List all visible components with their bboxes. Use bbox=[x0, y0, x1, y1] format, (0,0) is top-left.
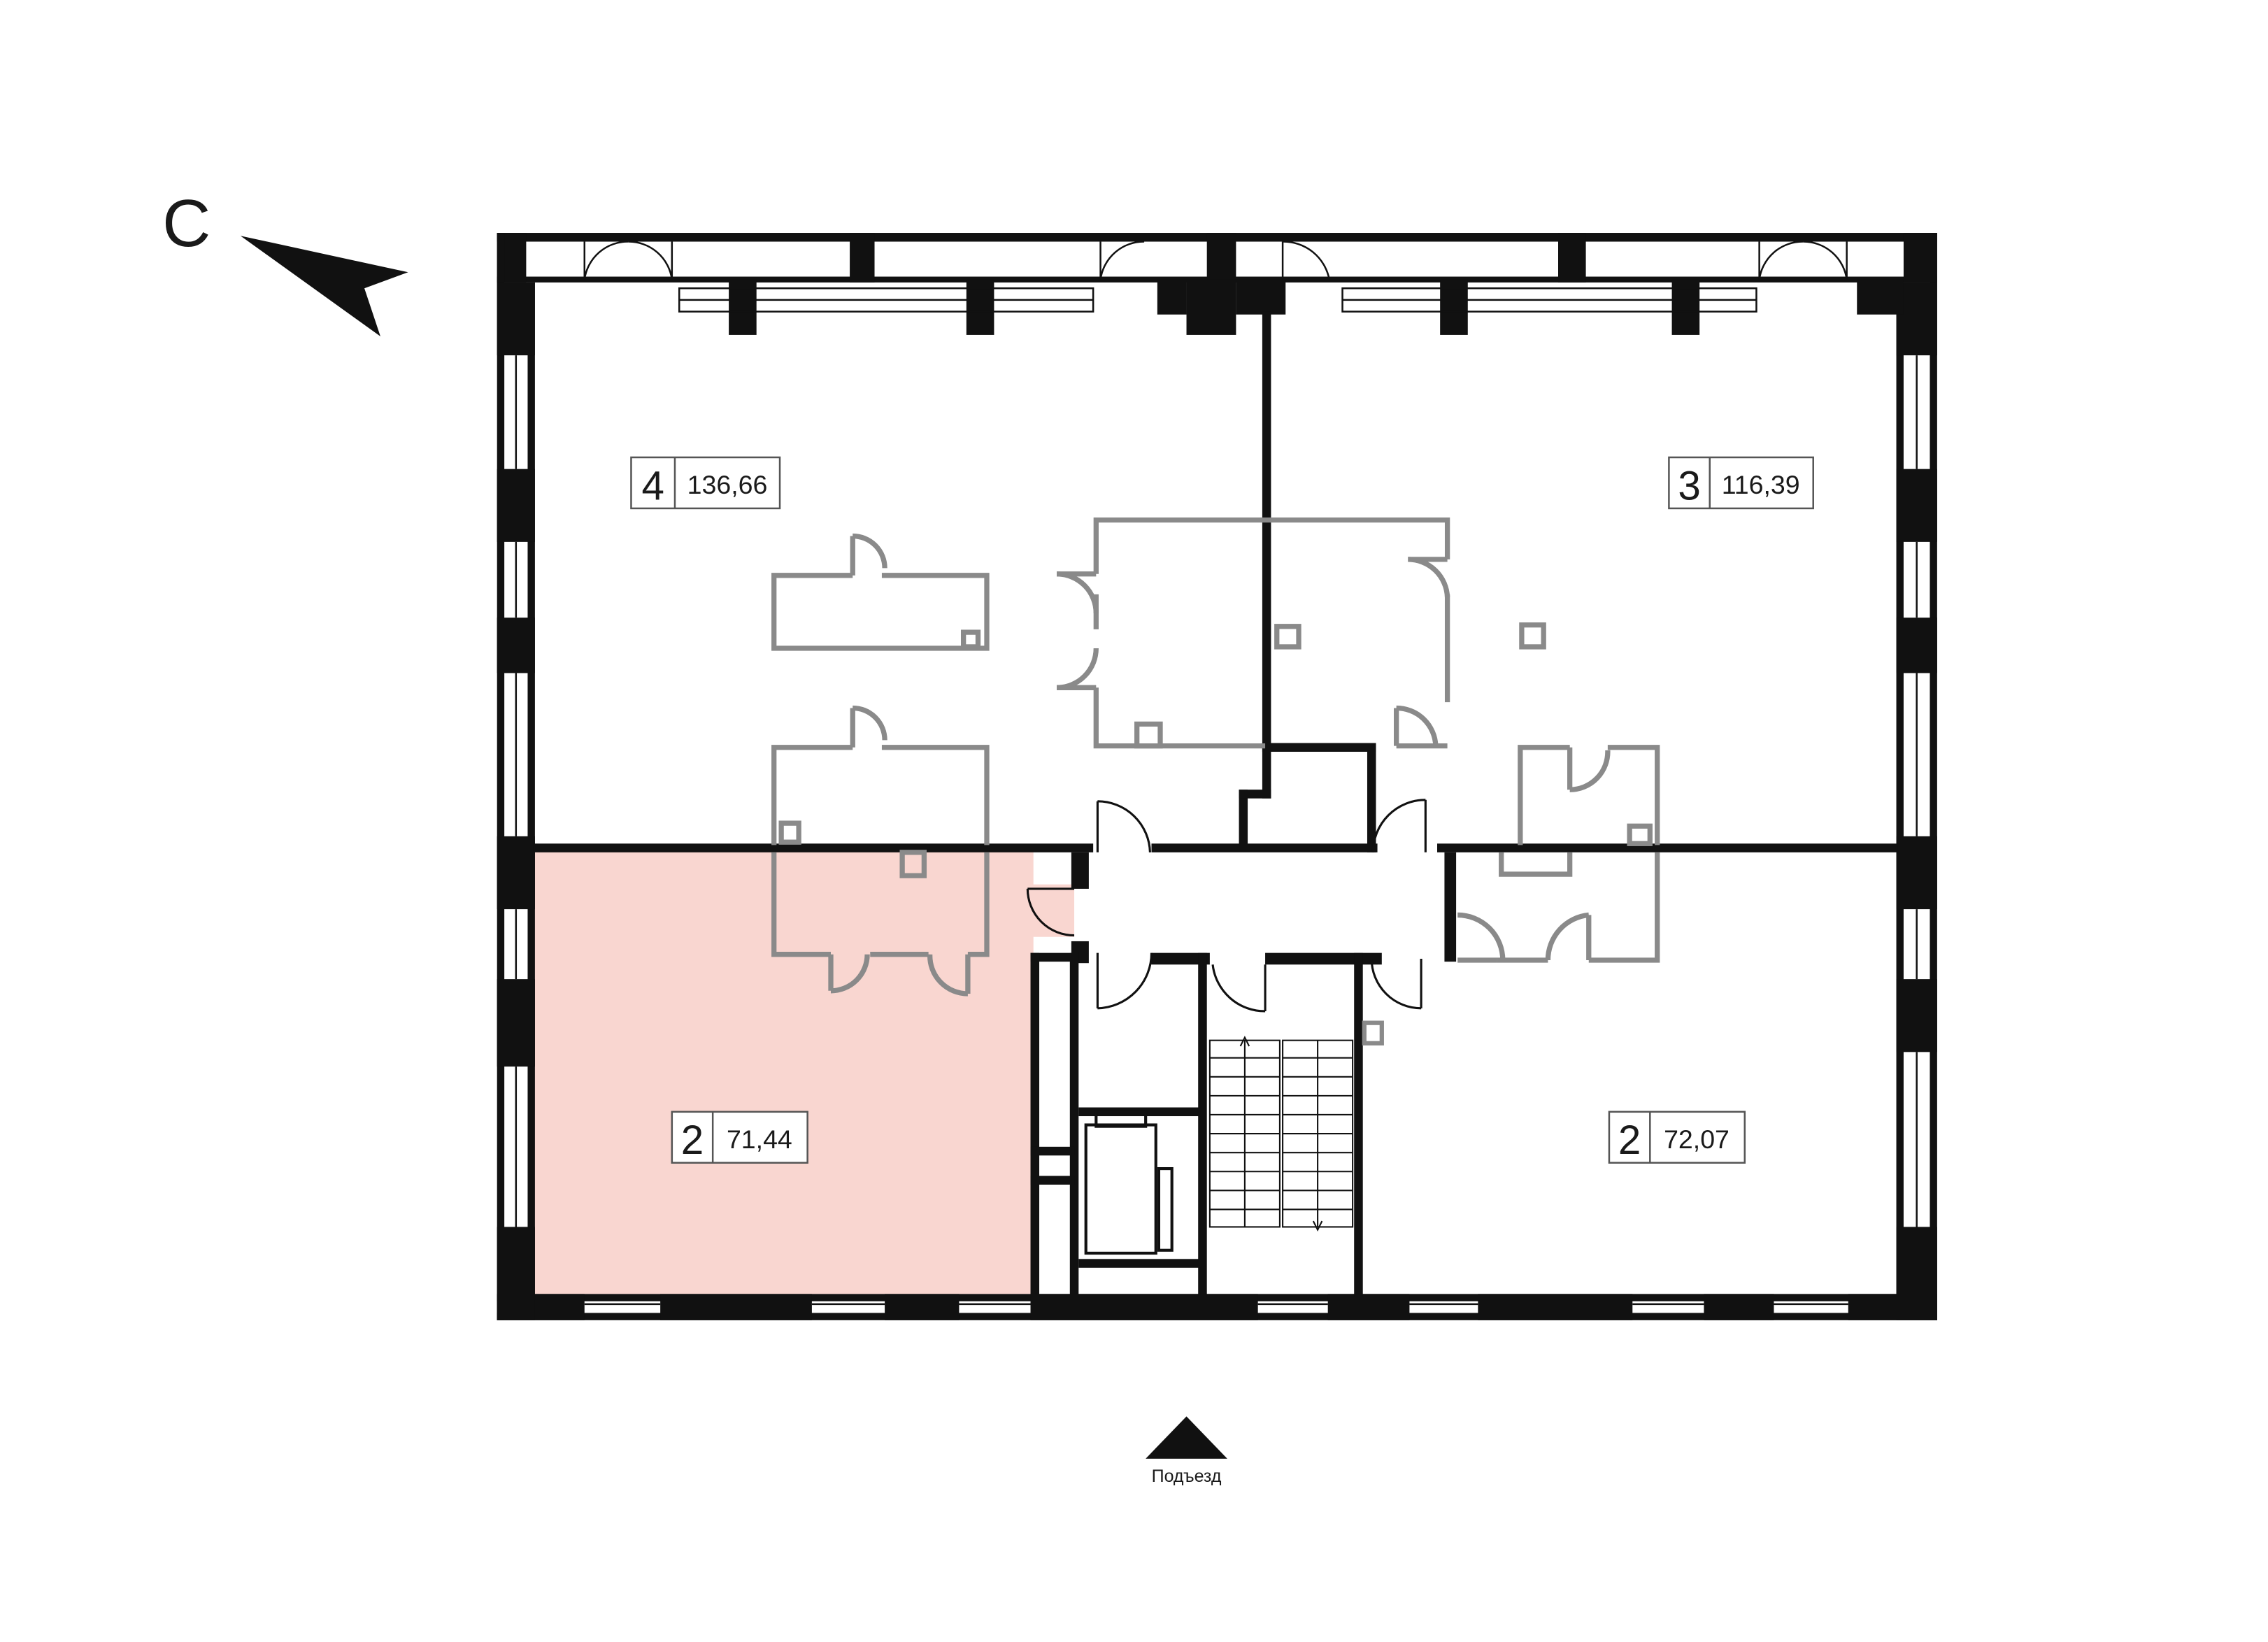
entrance-label: Подъезд bbox=[1152, 1466, 1222, 1486]
apartment-label-2-right[interactable]: 2 72,07 bbox=[1608, 1111, 1746, 1164]
partitions bbox=[771, 517, 1660, 997]
windows bbox=[515, 287, 1918, 1306]
apartment-label-3[interactable]: 3 116,39 bbox=[1668, 456, 1814, 510]
staircase bbox=[1208, 1036, 1354, 1232]
apartment-area: 71,44 bbox=[727, 1125, 792, 1154]
apartment-rooms: 4 bbox=[641, 463, 664, 508]
north-arrow-icon bbox=[240, 236, 408, 337]
compass: С bbox=[162, 186, 408, 337]
lift-shaft bbox=[1084, 1110, 1174, 1255]
apartment-area: 116,39 bbox=[1722, 470, 1800, 499]
apartment-2-left-fill[interactable] bbox=[533, 849, 1034, 1294]
apartment-area: 72,07 bbox=[1664, 1125, 1729, 1154]
apartment-rooms: 3 bbox=[1678, 463, 1700, 508]
balcony-doors bbox=[583, 241, 1848, 280]
corridor-doors bbox=[1026, 799, 1427, 1013]
compass-label: С bbox=[162, 186, 211, 261]
apartment-label-4[interactable]: 4 136,66 bbox=[630, 456, 781, 510]
apartment-rooms: 2 bbox=[1618, 1118, 1641, 1163]
entrance-triangle-icon bbox=[1146, 1416, 1227, 1459]
apartment-rooms: 2 bbox=[681, 1118, 704, 1163]
corridor-column bbox=[1362, 1020, 1384, 1045]
apartment-label-2-left[interactable]: 2 71,44 bbox=[671, 1111, 808, 1164]
entrance: Подъезд bbox=[1146, 1416, 1227, 1486]
exterior-walls bbox=[497, 233, 1937, 1320]
interior-walls bbox=[533, 311, 1898, 1297]
apartment-area: 136,66 bbox=[687, 470, 768, 499]
